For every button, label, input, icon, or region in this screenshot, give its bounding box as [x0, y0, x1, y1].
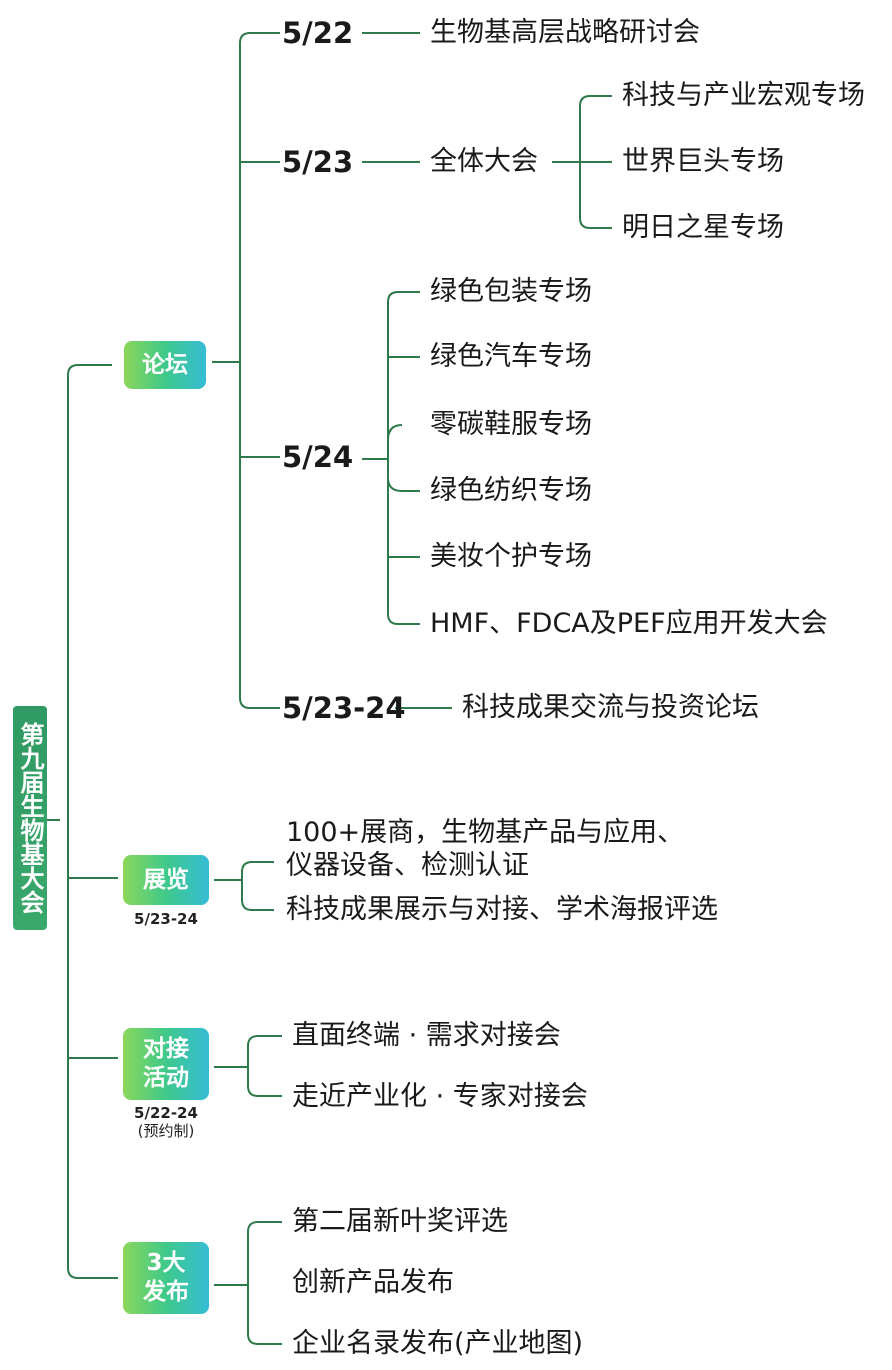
- forum-badge: 论坛: [124, 341, 206, 389]
- session-hmf-fdca-pef: HMF、FDCA及PEF应用开发大会: [430, 608, 828, 639]
- release-label-line2: 发布: [143, 1279, 189, 1305]
- root-label: 第九届生物基大会: [16, 722, 44, 914]
- forum-date-0524: 5/24: [282, 440, 354, 474]
- matching-item-expert: 走近产业化 · 专家对接会: [292, 1081, 588, 1112]
- session-green-packaging: 绿色包装专场: [430, 276, 592, 307]
- forum-date-0522: 5/22: [282, 16, 354, 50]
- plenary-sub-giants: 世界巨头专场: [622, 146, 784, 177]
- forum-date-0523: 5/23: [282, 145, 354, 179]
- expo-badge: 展览: [123, 855, 209, 905]
- matching-item-demand: 直面终端 · 需求对接会: [292, 1020, 561, 1051]
- plenary-sub-stars: 明日之星专场: [622, 212, 784, 243]
- expo-label: 展览: [143, 866, 189, 893]
- session-beauty-care: 美妆个护专场: [430, 541, 592, 572]
- expo-item-instruments: 仪器设备、检测认证: [286, 850, 529, 881]
- expo-item-achievements: 科技成果展示与对接、学术海报评选: [286, 894, 718, 925]
- matching-label-line1: 对接: [143, 1036, 189, 1062]
- session-zero-carbon-apparel: 零碳鞋服专场: [430, 409, 592, 440]
- matching-date: 5/22-24: [134, 1104, 198, 1122]
- expo-item-exhibitors: 100+展商，生物基产品与应用、: [286, 817, 685, 848]
- session-green-textile: 绿色纺织专场: [430, 475, 592, 506]
- plenary-sub-macro: 科技与产业宏观专场: [622, 80, 865, 111]
- root-node: 第九届生物基大会: [13, 706, 47, 930]
- release-item-newleaf-award: 第二届新叶奖评选: [292, 1206, 508, 1237]
- release-item-innovative-products: 创新产品发布: [292, 1267, 454, 1298]
- matching-label-line2: 活动: [143, 1065, 189, 1091]
- matching-badge: 对接 活动: [123, 1028, 209, 1100]
- session-green-auto: 绿色汽车专场: [430, 341, 592, 372]
- release-item-directory: 企业名录发布(产业地图): [292, 1328, 584, 1359]
- forum-date-0523-24: 5/23-24: [282, 691, 406, 725]
- release-label-line1: 3大: [146, 1250, 186, 1276]
- forum-item-plenary: 全体大会: [430, 146, 538, 177]
- forum-label: 论坛: [142, 351, 188, 378]
- forum-item-strategy-seminar: 生物基高层战略研讨会: [430, 17, 700, 48]
- expo-date: 5/23-24: [134, 910, 198, 928]
- release-badge: 3大 发布: [123, 1242, 209, 1314]
- matching-note: (预约制): [137, 1122, 195, 1140]
- forum-item-investment: 科技成果交流与投资论坛: [462, 692, 759, 723]
